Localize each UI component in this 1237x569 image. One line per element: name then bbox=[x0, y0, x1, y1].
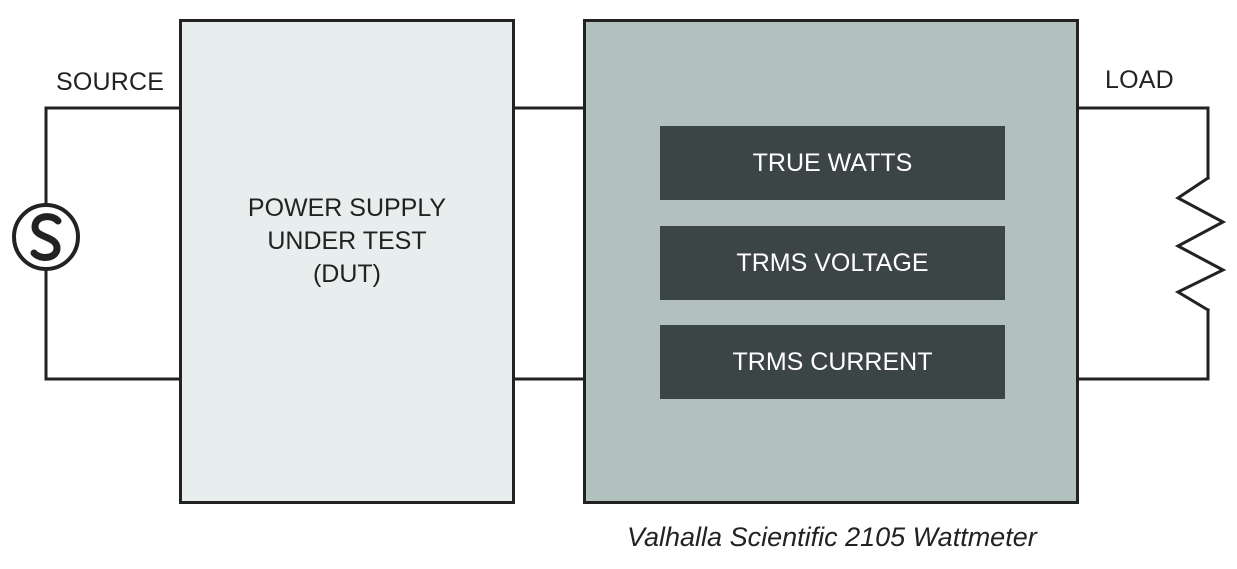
dut-box: POWER SUPPLY UNDER TEST (DUT) bbox=[179, 19, 515, 504]
trms-current-readout: TRMS CURRENT bbox=[660, 325, 1005, 399]
dut-label-line: UNDER TEST bbox=[267, 227, 427, 255]
dut-label-line: (DUT) bbox=[312, 260, 381, 288]
trms-voltage-readout: TRMS VOLTAGE bbox=[660, 226, 1005, 300]
dut-label-line: POWER SUPPLY bbox=[247, 194, 447, 222]
load-bottom-wire bbox=[1076, 308, 1210, 381]
wattmeter-box: TRUE WATTS TRMS VOLTAGE TRMS CURRENT bbox=[583, 19, 1079, 504]
source-top-wire bbox=[44, 106, 183, 206]
source-label: SOURCE bbox=[56, 68, 165, 96]
true-watts-readout: TRUE WATTS bbox=[660, 126, 1005, 200]
load-label: LOAD bbox=[1105, 66, 1174, 94]
load-top-wire bbox=[1076, 106, 1210, 180]
ac-source-icon bbox=[12, 203, 80, 271]
dut-label: POWER SUPPLY UNDER TEST (DUT) bbox=[248, 192, 446, 291]
wattmeter-caption: Valhalla Scientific 2105 Wattmeter bbox=[627, 522, 1037, 552]
resistor-icon bbox=[1174, 175, 1227, 313]
source-bottom-wire bbox=[44, 268, 183, 381]
